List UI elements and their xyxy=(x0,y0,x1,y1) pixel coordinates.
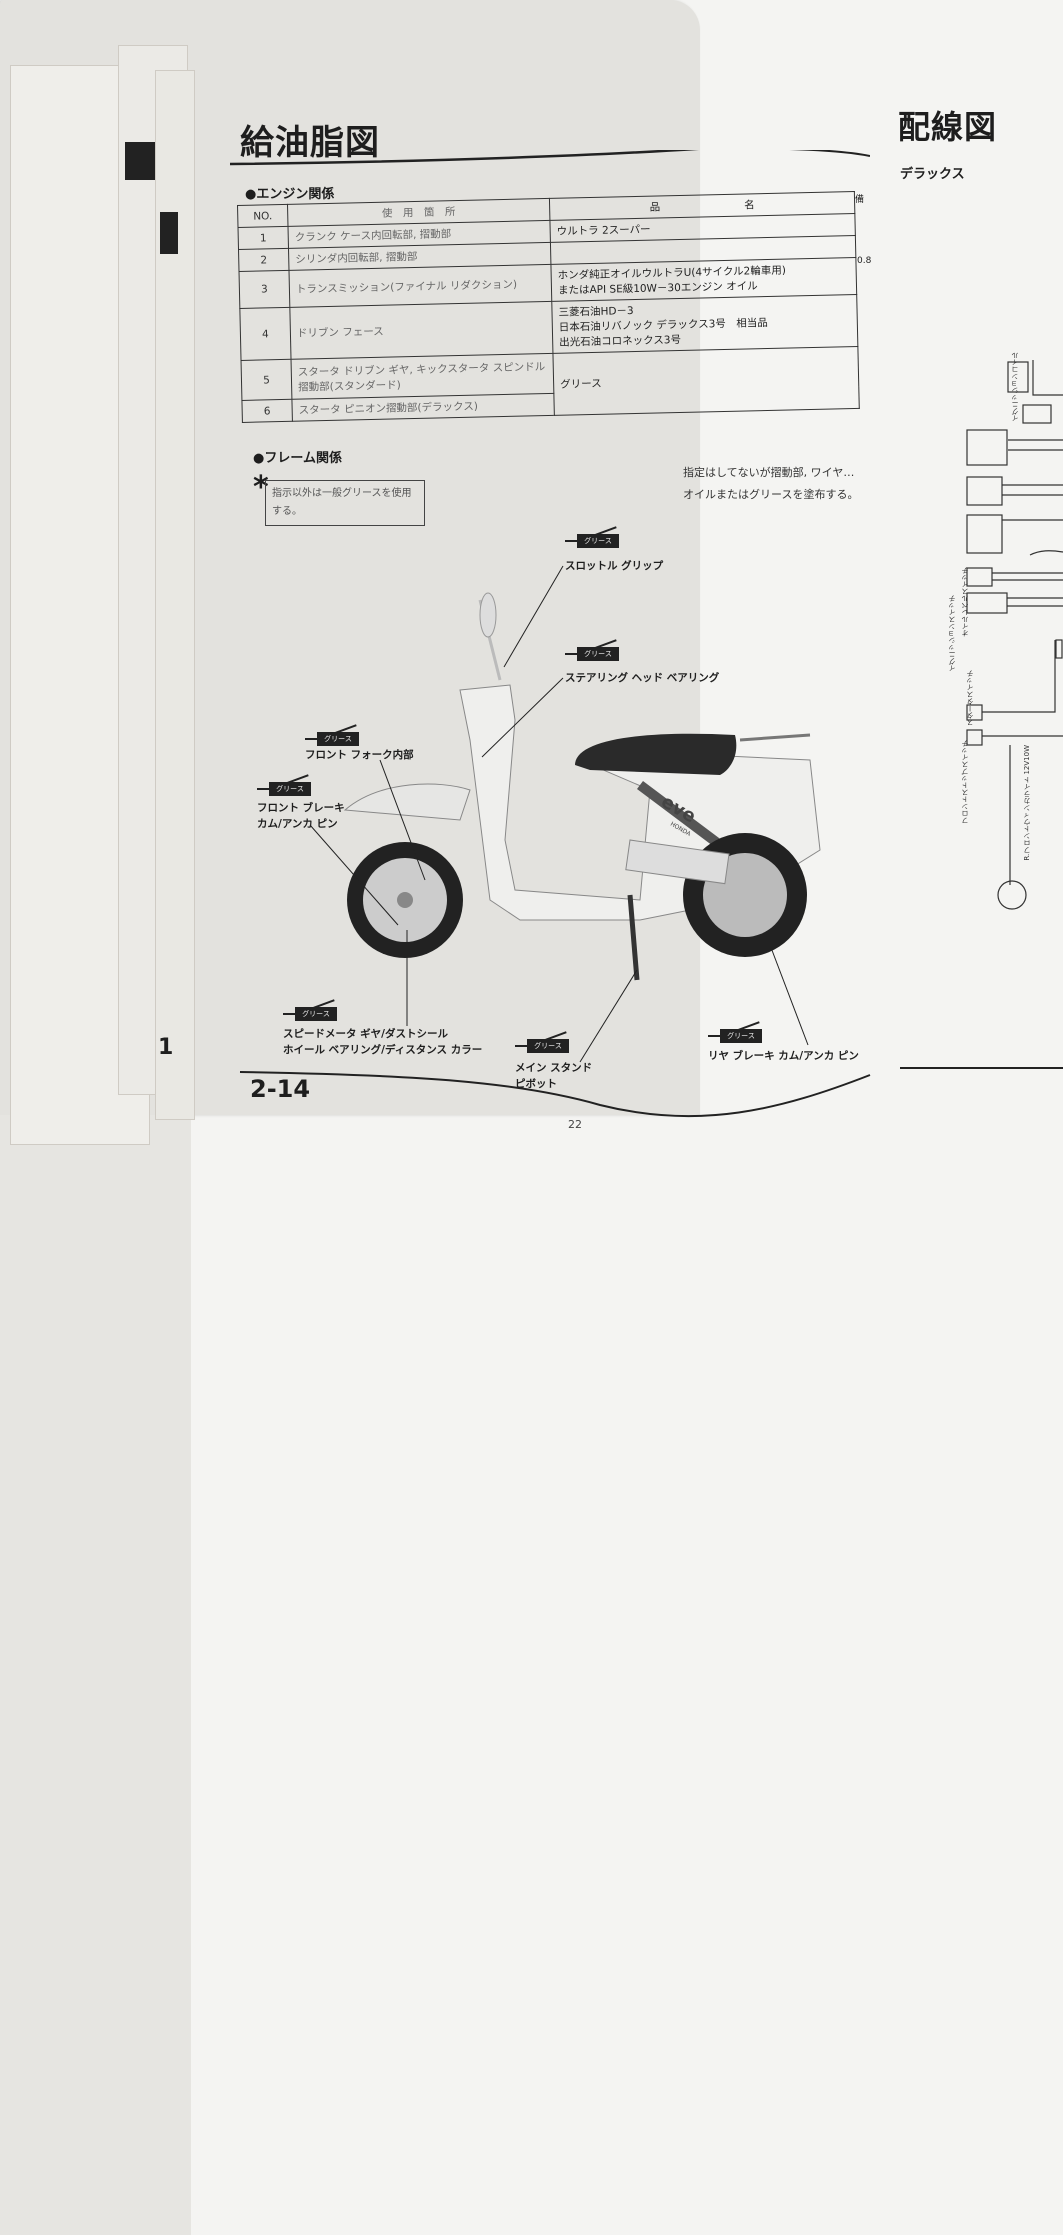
callout-front-brake: フロント ブレーキカム/アンカ ピン xyxy=(257,802,345,830)
cell-no: 2 xyxy=(238,248,289,272)
folio: 22 xyxy=(568,1118,582,1131)
label-ignition-coil: イグニッションコイル xyxy=(1011,352,1019,422)
grease-gun-icon: グリース xyxy=(257,774,317,798)
grease-gun-icon: グリース xyxy=(305,724,365,748)
grease-gun-icon: グリース xyxy=(565,526,625,550)
cell-location: ドリブン フェース xyxy=(289,301,553,360)
grease-gun-icon: グリース xyxy=(708,1021,768,1045)
cell-product: グリース xyxy=(552,346,860,416)
callout-throttle-grip: スロットル グリップ xyxy=(565,560,664,572)
grease-gun-icon: グリース xyxy=(283,999,343,1023)
cell-no: 1 xyxy=(238,226,289,250)
frame-section-heading: ●フレーム関係 xyxy=(253,451,342,466)
right-page xyxy=(0,1115,191,2235)
cell-product: 三菱石油HD－3 日本石油リバノック デラックス3号 相当品 出光石油コロネック… xyxy=(551,294,858,354)
title-rule xyxy=(230,150,870,166)
back-page-number: 1 xyxy=(158,1035,174,1060)
cell-location: スタータ ドリブン ギヤ, キックスタータ スピンドル摺動部(スタンダード) xyxy=(291,353,554,400)
side-note: 指定はしてないが摺動部, ワイヤ… オイルまたはグリースを塗布する。 xyxy=(683,462,858,506)
side-note-line: 指定はしてないが摺動部, ワイヤ… xyxy=(683,466,855,479)
general-grease-note: 指示以外は一般グリースを使用する。 xyxy=(265,480,425,526)
wiring-subtitle: デラックス xyxy=(900,167,965,182)
label-oil-level-switch: オイルレベルスイッチ xyxy=(961,567,969,637)
remark-fragment: 0.8 xyxy=(857,256,872,266)
cell-no: 5 xyxy=(241,359,292,401)
side-note-line: オイルまたはグリースを塗布する。 xyxy=(683,488,859,501)
label-front-winker-light: R.フロントウィンカライト 12V10W xyxy=(1023,745,1031,861)
label-front-stop-switch: フロントストップスイッチ xyxy=(961,740,969,824)
callout-speedometer-gear: スピードメータ ギヤ/ダストシールホイール ベアリング/ディスタンス カラー xyxy=(283,1028,483,1056)
label-starter-switch: スタータスイッチ xyxy=(966,670,974,726)
callout-front-fork: フロント フォーク内部 xyxy=(305,749,414,761)
callout-steering-head-bearing: ステアリング ヘッド ベアリング xyxy=(565,672,720,684)
grease-gun-icon: グリース xyxy=(515,1031,575,1055)
remarks-header-fragment: 備 xyxy=(855,195,865,205)
wiring-diagram-title: 配線図 xyxy=(898,108,998,146)
page-title: 給油脂図 xyxy=(240,123,380,163)
grease-gun-icon: グリース xyxy=(565,639,625,663)
page-number: 2-14 xyxy=(250,1075,311,1103)
cell-no: 3 xyxy=(239,270,290,309)
asterisk-mark: * xyxy=(253,470,269,505)
callout-main-stand: メイン スタンドピボット xyxy=(515,1062,593,1090)
label-ignition-switch: イグニッションスイッチ xyxy=(948,595,956,672)
index-tab-mark xyxy=(125,142,155,180)
cell-location: トランスミッション(ファイナル リダクション) xyxy=(288,264,552,308)
cell-no: 6 xyxy=(241,399,293,423)
engine-section-heading: ●エンジン関係 xyxy=(245,187,335,202)
header-no: NO. xyxy=(237,204,288,228)
callout-rear-brake: リヤ ブレーキ カム/アンカ ピン xyxy=(708,1050,859,1062)
wiring-diagram xyxy=(900,360,1063,1069)
cell-no: 4 xyxy=(239,307,292,361)
index-tab-mark xyxy=(160,212,178,254)
